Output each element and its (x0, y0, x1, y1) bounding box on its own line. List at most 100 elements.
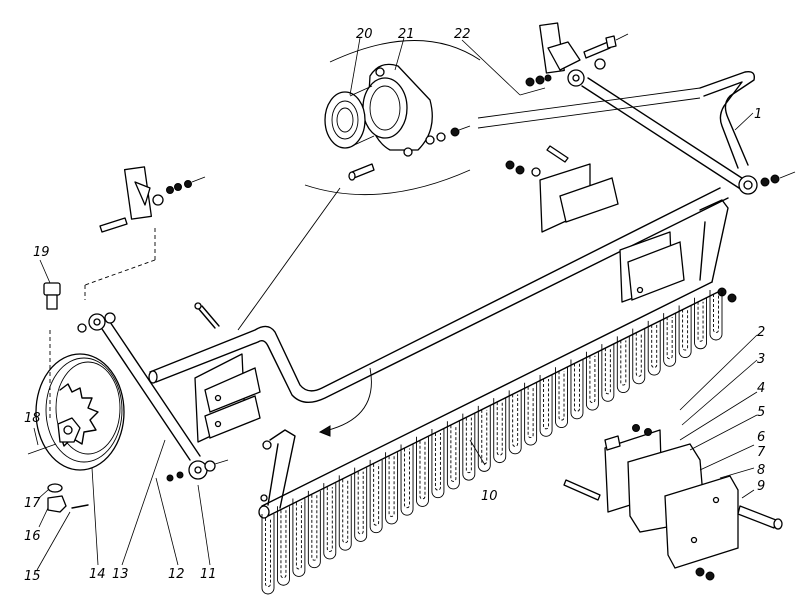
callout-19: 19 (33, 245, 50, 260)
comb-tine-inner (589, 355, 596, 404)
detail-arc (329, 40, 481, 63)
top-bracket (525, 22, 629, 87)
callout-8: 8 (757, 463, 765, 478)
shaft-bolt (194, 302, 220, 329)
comb-tine (539, 374, 553, 437)
comb-tine (462, 413, 476, 481)
callout-2: 2 (757, 325, 765, 340)
callout-leaders (33, 37, 758, 571)
right-support-block (619, 231, 685, 303)
comb-tine (323, 483, 337, 560)
detail-leader (237, 187, 341, 331)
left-support-block (194, 353, 261, 443)
comb-tine (555, 367, 568, 429)
comb-tine (694, 297, 708, 350)
comb-tine-inner (574, 363, 580, 412)
comb-tine (385, 452, 399, 525)
crank-handle (699, 70, 755, 169)
callout-7: 7 (757, 445, 766, 460)
comb-tine-inner (620, 340, 627, 386)
detail-leader-2 (477, 87, 701, 119)
comb-tine-inner (496, 402, 503, 456)
callout-labels: 1 2 3 4 5 6 7 8 9 10 11 12 13 14 15 16 1… (24, 27, 766, 584)
main-shaft (148, 187, 729, 403)
comb-tine-inner (404, 448, 410, 509)
comb-tine (261, 514, 275, 595)
callout-17: 17 (24, 496, 41, 511)
comb-tine (647, 320, 661, 376)
comb-tine (338, 475, 352, 551)
comb-tine-inner (450, 425, 457, 482)
comb-tine-inner (280, 510, 287, 579)
bearing-fasteners (348, 125, 471, 181)
comb-tine (632, 328, 646, 385)
comb-tine (663, 313, 677, 367)
callout-15: 15 (24, 569, 41, 584)
pulley-hardware (47, 483, 89, 513)
comb-tine-inner (357, 471, 364, 535)
middle-support-block (505, 145, 619, 233)
upper-link-rod (581, 77, 749, 191)
comb-bar (258, 281, 719, 519)
shaft-end-eye (738, 171, 796, 195)
comb-tine-inner (388, 456, 395, 517)
upper-left-mount (84, 166, 206, 300)
callout-12: 12 (168, 567, 185, 582)
comb-tine (524, 382, 538, 446)
lever-arm (699, 199, 737, 303)
bearing-housing (362, 63, 433, 157)
bearing (324, 85, 375, 149)
comb-tine-inner (419, 440, 426, 500)
comb-tine-inner (311, 494, 318, 561)
comb-tine (354, 467, 368, 542)
callout-5: 5 (757, 405, 765, 420)
comb-tine-inner (713, 294, 719, 333)
callout-13: 13 (112, 567, 129, 582)
comb-tine-inner (342, 479, 349, 544)
comb-tine (570, 359, 584, 420)
comb-tine-inner (481, 409, 488, 465)
callout-22: 22 (454, 27, 471, 42)
comb-tine (307, 490, 321, 569)
pulley (35, 353, 125, 471)
comb-tine-inner (682, 309, 689, 351)
callout-6: 6 (757, 430, 765, 445)
comb-tine (493, 398, 507, 464)
comb-tine-inner (326, 487, 333, 552)
callout-10: 10 (481, 489, 498, 504)
detail-arc-lower (304, 169, 471, 196)
callout-9: 9 (757, 479, 765, 494)
comb-tine (416, 436, 429, 507)
callout-16: 16 (24, 529, 41, 544)
comb-tine-inner (697, 301, 704, 342)
comb-tine-inner (295, 502, 302, 570)
callout-1: 1 (754, 107, 762, 122)
comb-tine-inner (265, 518, 271, 587)
callout-11: 11 (200, 567, 217, 582)
comb-tine-inner (527, 386, 534, 439)
bolt-19 (43, 282, 61, 310)
arrow-head (318, 425, 331, 437)
comb-tines (261, 290, 723, 595)
comb-tine-inner (543, 378, 550, 430)
callout-14: 14 (89, 567, 106, 582)
comb-tine (400, 444, 414, 516)
block-assembly (563, 424, 783, 581)
comb-tine (276, 506, 290, 586)
comb-tine (616, 336, 630, 393)
connecting-rod (77, 312, 229, 482)
comb-tine-inner (512, 394, 519, 447)
callout-3: 3 (757, 352, 765, 367)
comb-tine (585, 351, 599, 411)
comb-tine (369, 459, 383, 534)
comb-tine-inner (434, 433, 441, 491)
comb-tine (508, 390, 522, 455)
comb-tine-inner (651, 324, 658, 368)
comb-tine (431, 429, 445, 499)
comb-tine-inner (558, 371, 565, 421)
comb-tine (709, 290, 723, 341)
comb-tine-inner (373, 463, 380, 526)
comb-tine (678, 305, 692, 358)
